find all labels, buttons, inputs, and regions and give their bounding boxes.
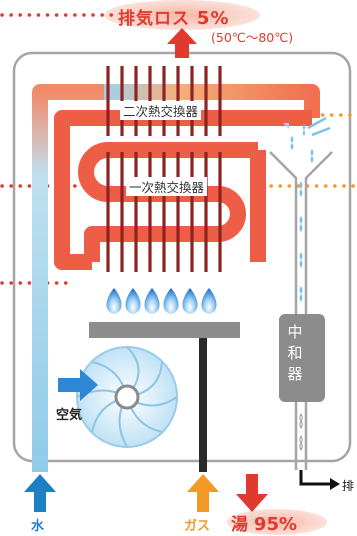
water-inlet-pipe	[32, 84, 112, 472]
hot-water-label: 湯 95%	[231, 510, 297, 535]
flame-icon	[125, 288, 141, 314]
neutralizer-char: 中	[287, 323, 303, 341]
drain-drops	[299, 412, 303, 452]
primary-inlet-pipe	[54, 202, 92, 270]
hot-water-percent: 95%	[253, 514, 298, 535]
air-arrow-icon	[58, 369, 98, 401]
flame-icon	[144, 288, 160, 314]
drain-arrow-icon	[299, 470, 330, 486]
secondary-heat-exchanger-label: 二次熱交換器	[120, 101, 202, 120]
fan-icon	[76, 346, 178, 448]
neutralizer-box	[279, 314, 325, 402]
primary-fins	[106, 152, 222, 272]
flame-icon	[182, 288, 198, 314]
neutralizer-char: 和	[287, 344, 303, 362]
top-manifold-pipe	[104, 84, 320, 118]
flame-icon	[163, 288, 179, 314]
hot-water-outlet-arrow-icon	[236, 474, 268, 512]
gas-inlet-arrow-icon	[187, 474, 219, 512]
flame-icon	[106, 288, 122, 314]
burner-flames	[106, 288, 217, 314]
exhaust-loss-label: 排気ロス 5%	[118, 4, 229, 29]
exhaust-loss-percent: 5%	[196, 8, 230, 29]
primary-heat-exchanger-label: 一次熱交換器	[126, 177, 208, 196]
drain-pipe	[294, 402, 308, 470]
flame-icon	[201, 288, 217, 314]
exhaust-arrow-icon	[167, 28, 197, 58]
exhaust-glow	[104, 0, 260, 30]
exhaust-loss-text: 排気ロス	[118, 9, 190, 29]
secondary-heat-exchanger-pipe	[54, 110, 312, 202]
neutralizer-char: 器	[287, 365, 303, 383]
drip-spray-icon	[307, 116, 331, 137]
gas-label: ガス	[184, 519, 211, 534]
hot-water-glow	[227, 509, 327, 535]
neutralizer-label: 中 和 器	[286, 322, 304, 385]
gas-pipe	[199, 338, 207, 472]
burner-plate	[89, 322, 240, 338]
drain-label: 排	[342, 479, 355, 493]
water-label: 水	[31, 519, 45, 534]
condensate-drops	[283, 123, 314, 302]
water-inlet-arrow-icon	[24, 474, 56, 512]
condensate-funnel	[269, 151, 333, 316]
air-label: 空気	[56, 408, 83, 423]
exhaust-temperature: (50℃〜80℃)	[211, 30, 294, 45]
hot-water-text: 湯	[231, 515, 248, 535]
drain-arrowhead	[330, 478, 340, 490]
